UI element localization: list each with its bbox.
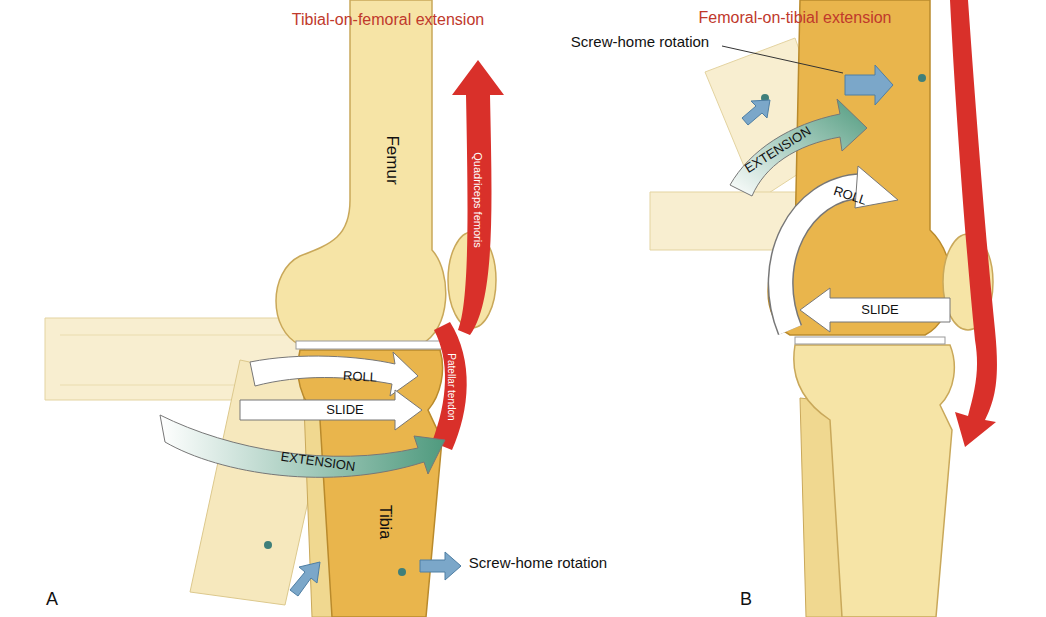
leader-line [722,46,843,73]
panel-letter: A [46,590,58,610]
patellar-tendon [432,322,467,450]
slide-arrow [800,288,950,332]
screw-home-arrow [742,100,770,125]
tendon-label: Patellar tendon [446,353,457,420]
motion-label: SLIDE [326,403,364,417]
reference-dot [398,568,406,576]
quadriceps-arrow [950,0,997,447]
motion-label: ROLL [343,369,378,385]
reference-dot [918,74,926,82]
panel-title: Tibial-on-femoral extension [292,11,484,29]
bone-label: Tibia [376,505,394,539]
meniscus [795,337,945,344]
extension-arrow [160,415,445,477]
panel-letter: B [740,590,752,610]
bone-label: Femur [383,135,402,184]
motion-label: SLIDE [861,303,899,317]
screw-home-arrow [845,65,893,105]
femur [276,0,446,345]
callout-label: Screw-home rotation [571,34,709,51]
panel-a [45,0,504,617]
meniscus [296,341,442,349]
screw-home-arrow [290,562,320,596]
reference-dot [264,541,272,549]
slide-arrow [240,390,422,430]
tibia [794,345,955,617]
tibia [298,350,443,617]
femur [768,0,951,335]
quadriceps-arrow [452,60,504,335]
panel-title: Femoral-on-tibial extension [699,9,892,27]
screw-home-arrow [420,552,461,580]
muscle-label: Quadriceps femoris [472,152,484,247]
callout-label: Screw-home rotation [469,555,607,572]
roll-arrow [250,352,418,396]
panel-b [650,0,997,617]
